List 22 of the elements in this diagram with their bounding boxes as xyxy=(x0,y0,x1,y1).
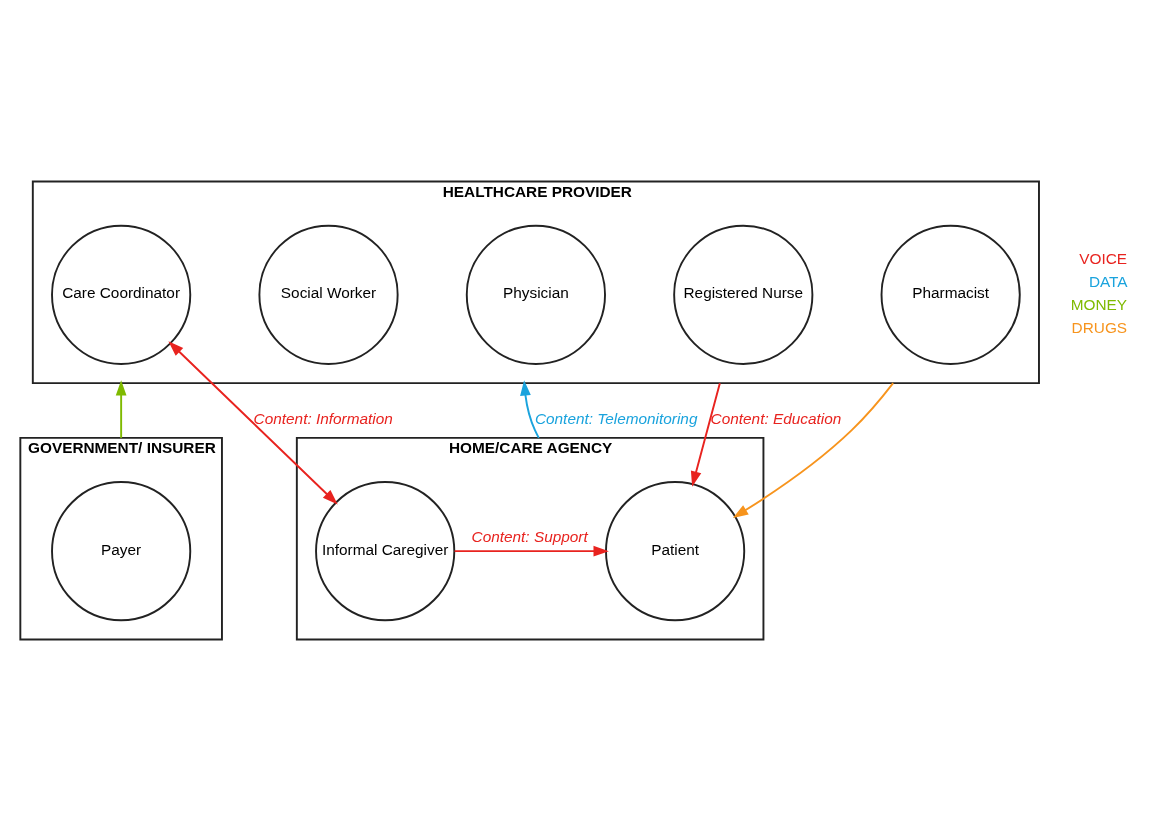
node-circle: Payer xyxy=(51,481,192,622)
arrow xyxy=(115,380,127,439)
node-circle: Patient xyxy=(605,481,746,622)
arrow xyxy=(690,382,721,487)
legend-label: MONEY xyxy=(1070,295,1127,313)
node-circle: Social Worker xyxy=(258,224,399,365)
node-circle: Care Coordinator xyxy=(51,224,192,365)
node-circle: Informal Caregiver xyxy=(315,481,456,622)
edge-label: Content: Education xyxy=(710,410,842,428)
legend-label: DRUGS xyxy=(1071,319,1128,337)
edge-label: Content: Support xyxy=(471,528,588,546)
legend-label: DATA xyxy=(1088,272,1128,290)
edge-label: Content: Information xyxy=(253,410,393,428)
node-circle: Registered Nurse xyxy=(673,224,814,365)
node-circle: Physician xyxy=(465,224,606,365)
arrow xyxy=(453,545,609,557)
arrow xyxy=(732,382,895,518)
node-circle: Pharmacist xyxy=(880,224,1021,365)
legend-label: VOICE xyxy=(1079,249,1128,267)
arrow xyxy=(168,341,338,505)
edge-label: Content: Telemonitoring xyxy=(534,410,698,428)
arrow xyxy=(520,380,540,439)
